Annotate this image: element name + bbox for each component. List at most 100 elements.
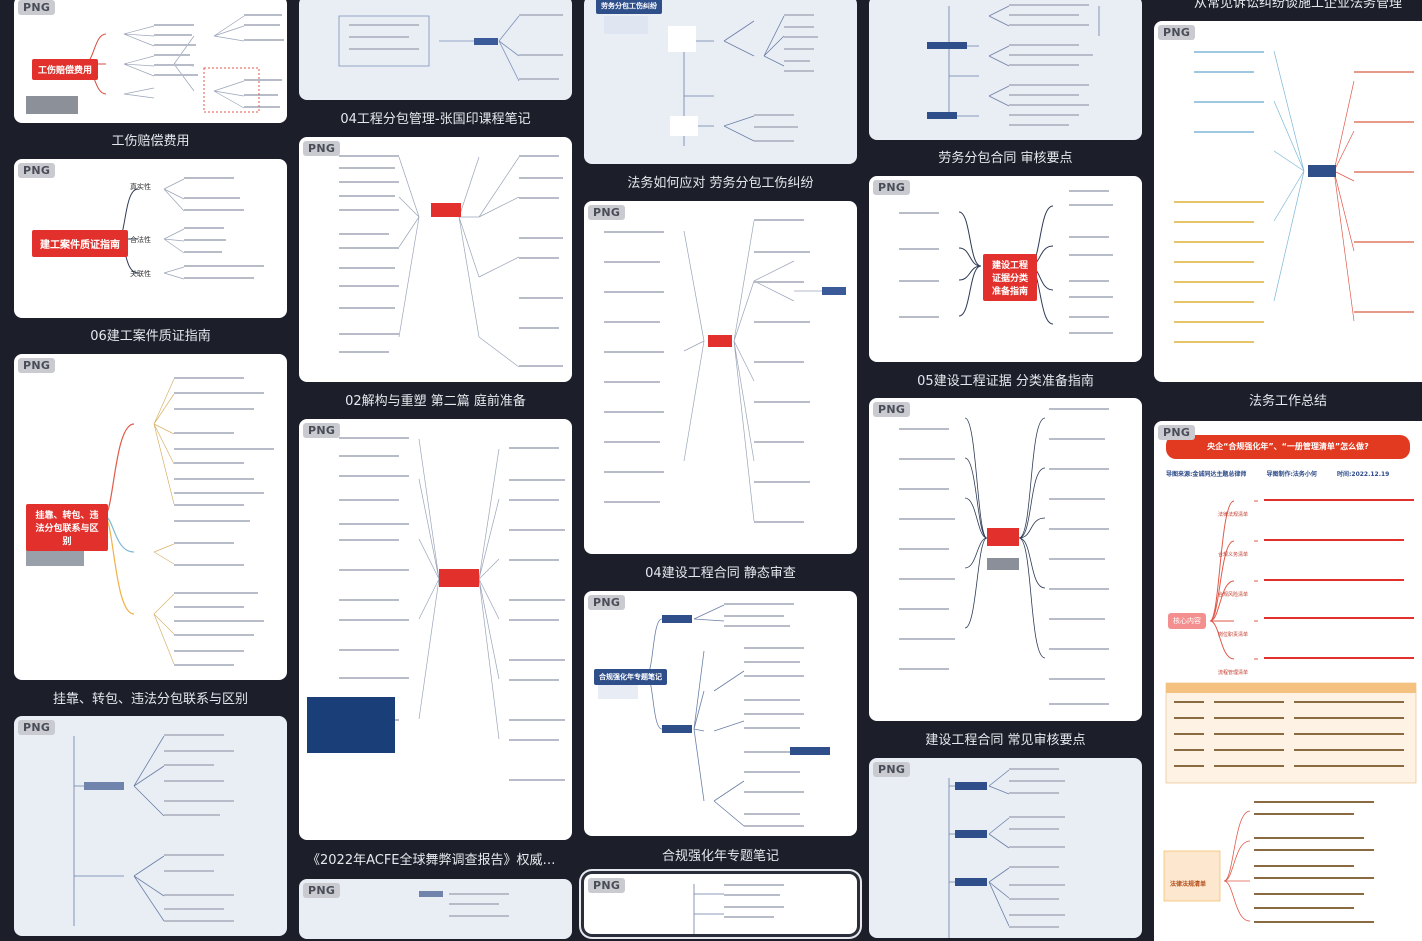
png-badge: PNG <box>18 358 56 373</box>
png-badge: PNG <box>1158 25 1196 40</box>
info-source: 导图来源:金诚同达主题总律师 <box>1166 471 1247 478</box>
card-title[interactable]: 《2022年ACFE全球舞弊调查报告》权威解读与... <box>307 853 572 868</box>
center-node: 合规强化年专题笔记 <box>594 669 667 685</box>
thumbnail[interactable]: PNG <box>1154 21 1422 382</box>
center-node: 劳务分包工伤纠纷 <box>596 0 662 14</box>
card-title[interactable]: 法务工作总结 <box>1248 394 1327 409</box>
mindmap-lines <box>338 14 563 82</box>
center-node: 建设工程证据分类准备指南 <box>983 254 1037 301</box>
item-label: 流程管理清单 <box>1218 670 1249 676</box>
thumbnail[interactable]: PNG 建工案件质证指南 真实性 合法性 关联性 <box>14 159 287 318</box>
thumbnail[interactable] <box>299 0 572 100</box>
thumbnail[interactable]: PNG 工伤赔偿费用 <box>14 0 287 123</box>
card-title[interactable]: 04工程分包管理-张国印课程笔记 <box>340 112 531 127</box>
mindmap-lines <box>927 4 1100 126</box>
png-badge: PNG <box>303 423 341 438</box>
png-badge: PNG <box>873 762 911 777</box>
card-jingtai-shencha[interactable]: PNG 04建设工程合同 静态审查 <box>584 201 857 581</box>
branch-label: 合法性 <box>130 236 151 244</box>
card-title[interactable]: 法务如何应对 劳务分包工伤纠纷 <box>627 176 814 191</box>
thumbnail[interactable]: PNG 央企“合规强化年”、“一册管理清单”怎么做? 导图来源:金诚同达主题总律… <box>1154 421 1422 941</box>
card-fawu-zongjie[interactable]: PNG 法务工作总结 <box>1154 21 1422 409</box>
card-hegui-biji[interactable]: PNG 合规强化年专题笔记 合规强化年专题笔记 <box>584 591 857 866</box>
thumbnail[interactable]: PNG 挂靠、转包、违法分包联系与区别 <box>14 354 287 680</box>
card-title[interactable]: 02解构与重塑 第二篇 庭前准备 <box>345 394 526 409</box>
card-acfe[interactable]: PNG 《2022年ACFE全球舞弊调查报告》权威解读与... <box>299 419 572 869</box>
card-title[interactable]: 05建设工程证据 分类准备指南 <box>917 374 1094 389</box>
png-badge: PNG <box>588 878 626 893</box>
png-badge: PNG <box>1158 425 1196 440</box>
png-badge: PNG <box>873 402 911 417</box>
mindmap-lines <box>899 408 1109 705</box>
card-title[interactable]: 合规强化年专题笔记 <box>661 849 779 864</box>
thumbnail[interactable]: PNG <box>869 758 1142 938</box>
card-hegui-qingdan[interactable]: PNG 央企“合规强化年”、“一册管理清单”怎么做? 导图来源:金诚同达主题总律… <box>1154 421 1422 941</box>
png-badge: PNG <box>303 883 341 898</box>
card-title-partial[interactable]: 从常见诉讼纠纷谈施工企业法务管理 <box>1194 0 1403 11</box>
card-laowu-jiufen[interactable]: 劳务分包工伤纠纷 法务如何应对 劳务分包工伤纠纷 <box>584 0 857 191</box>
png-badge: PNG <box>18 163 56 178</box>
card-title[interactable]: 劳务分包合同 审核要点 <box>938 151 1073 166</box>
branch-label: 真实性 <box>130 183 151 191</box>
thumbnail[interactable]: PNG <box>299 879 572 939</box>
thumbnail[interactable]: PNG <box>299 419 572 840</box>
mindmap-lines <box>307 437 565 781</box>
mindmap-lines <box>948 768 1065 938</box>
png-badge: PNG <box>588 205 626 220</box>
item-label: 岗位职责清单 <box>1218 632 1249 638</box>
mindmap-lines <box>604 14 818 146</box>
card-title[interactable]: 建设工程合同 常见审核要点 <box>925 733 1086 748</box>
mindmap-lines <box>419 891 509 917</box>
thumbnail[interactable]: PNG 建设工程证据分类准备指南 <box>869 176 1142 362</box>
mindmap-lines <box>26 14 284 114</box>
thumbnail[interactable]: PNG <box>14 716 287 936</box>
card-zhizheng[interactable]: PNG 建工案件质证指南 真实性 合法性 关联性 06建工案件质证指南 <box>14 159 287 344</box>
thumbnail[interactable]: PNG <box>299 137 572 382</box>
info-date: 时间:2022.12.19 <box>1337 471 1390 478</box>
core-node: 核心内容 <box>1168 613 1206 629</box>
center-node: 挂靠、转包、违法分包联系与区别 <box>26 504 108 551</box>
card-tingqian[interactable]: PNG 02解构与重塑 第二篇 庭前准备 <box>299 137 572 409</box>
mindmap-lines <box>598 603 830 827</box>
card-gongshang[interactable]: PNG 工伤赔偿费用 工伤赔偿费用 <box>14 0 287 149</box>
mindmap-lines <box>604 219 846 523</box>
info-bar: 导图来源:金诚同达主题总律师 导图制作:法务小何 时间:2022.12.19 <box>1166 469 1418 478</box>
thumbnail[interactable]: PNG 合规强化年专题笔记 <box>584 591 857 836</box>
info-author: 导图制作:法务小何 <box>1266 471 1317 478</box>
legal-list-node: 法律法规清单 <box>1170 881 1207 888</box>
mindmap-lines <box>73 734 234 926</box>
thumbnail[interactable]: PNG <box>584 874 857 934</box>
card-col4-bottom[interactable]: PNG <box>869 758 1142 938</box>
png-badge: PNG <box>303 141 341 156</box>
card-title[interactable]: 06建工案件质证指南 <box>90 329 211 344</box>
card-title[interactable]: 04建设工程合同 静态审查 <box>645 566 796 581</box>
card-changjian-shenhe[interactable]: PNG 建设工程合同 常见审核要点 <box>869 398 1142 748</box>
item-label: 合规风险清单 <box>1218 592 1249 598</box>
mindmap-lines <box>899 190 1113 334</box>
thumbnail[interactable]: 劳务分包工伤纠纷 <box>584 0 857 164</box>
card-title[interactable]: 挂靠、转包、违法分包联系与区别 <box>52 692 248 707</box>
card-col1-bottom[interactable]: PNG <box>14 716 287 936</box>
card-guakao[interactable]: PNG 挂靠、转包、违法分包联系与区别 挂靠、转包、违法分包联系与区别 <box>14 354 287 707</box>
card-laowu-hetong[interactable]: 劳务分包合同 审核要点 <box>869 0 1142 166</box>
png-badge: PNG <box>18 0 56 15</box>
center-node: 工伤赔偿费用 <box>32 59 99 80</box>
card-zhengju-zhinan[interactable]: PNG 建设工程证据分类准备指南 05建设工程证据 分类准备指南 <box>869 176 1142 389</box>
mindmap-lines <box>339 155 563 368</box>
png-badge: PNG <box>873 180 911 195</box>
card-col3-bottom-selected[interactable]: PNG <box>584 874 857 934</box>
mindmap-lines <box>1163 499 1417 923</box>
thumbnail[interactable]: PNG <box>584 201 857 554</box>
banner-title: 央企“合规强化年”、“一册管理清单”怎么做? <box>1166 435 1410 459</box>
mindmap-lines <box>1174 50 1414 343</box>
card-col2-bottom[interactable]: PNG <box>299 879 572 939</box>
item-label: 合规义务清单 <box>1218 552 1249 558</box>
branch-label: 关联性 <box>130 270 151 278</box>
thumbnail[interactable] <box>869 0 1142 140</box>
item-label: 法律法规清单 <box>1218 512 1249 518</box>
png-badge: PNG <box>588 595 626 610</box>
card-title[interactable]: 工伤赔偿费用 <box>111 134 190 149</box>
png-badge: PNG <box>18 720 56 735</box>
thumbnail[interactable]: PNG <box>869 398 1142 721</box>
card-fenbao-guanli[interactable]: 04工程分包管理-张国印课程笔记 <box>299 0 572 127</box>
